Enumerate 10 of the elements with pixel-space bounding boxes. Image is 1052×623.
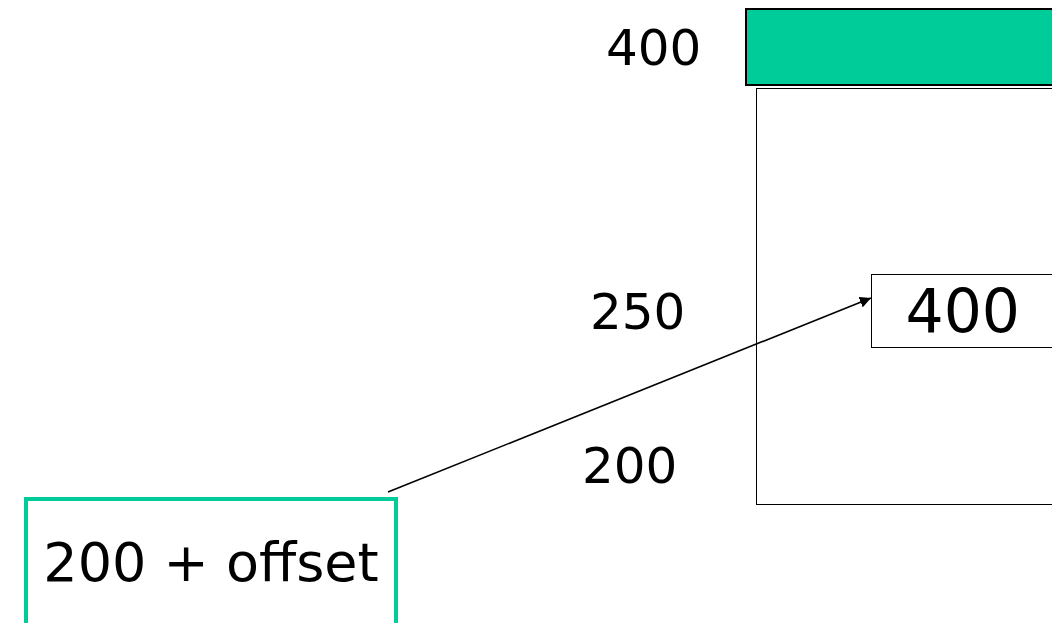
value-box (870, 273, 1052, 348)
arrow (387, 297, 872, 493)
axis-value: 200 (582, 441, 678, 491)
offset-box (24, 497, 398, 623)
axis-value: 250 (590, 287, 686, 337)
node-text: 400 (905, 280, 1021, 341)
axis-value: 400 (606, 23, 702, 73)
frame-box (756, 88, 1052, 505)
node-text: 200 + offset (43, 536, 379, 590)
bar (745, 8, 1052, 86)
